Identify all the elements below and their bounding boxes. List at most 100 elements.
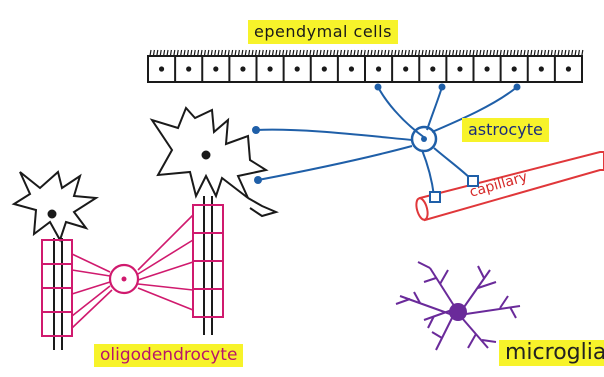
ependymal-cilium xyxy=(268,49,271,57)
ependymal-cilium xyxy=(339,49,342,57)
ependymal-cilium xyxy=(316,49,319,57)
ependymal-cilium xyxy=(509,49,512,57)
ependymal-nucleus xyxy=(267,66,273,72)
ependymal-cilium xyxy=(581,49,584,57)
ependymal-cilium xyxy=(305,49,308,57)
ependymal-nucleus xyxy=(348,66,355,72)
ependymal-cilium xyxy=(441,49,444,57)
ependymal-cilium xyxy=(560,49,563,57)
ependymal-nucleus xyxy=(511,66,517,72)
ependymal-cilium xyxy=(390,49,393,57)
ependymal-cilium xyxy=(567,49,570,57)
ependymal-cilium xyxy=(574,49,577,57)
ependymal-cilium xyxy=(214,49,217,57)
ependymal-nucleus xyxy=(457,66,463,72)
ependymal-cilium xyxy=(557,49,560,57)
ependymal-cilium xyxy=(261,49,264,57)
ependymal-cilium xyxy=(540,49,543,57)
ependymal-cilium xyxy=(499,49,502,57)
ependymal-cilium xyxy=(329,49,332,57)
ependymal-cilium xyxy=(387,49,390,57)
ependymal-cell-nuclei xyxy=(158,66,572,72)
ependymal-cilium xyxy=(503,49,506,57)
ependymal-cilium xyxy=(231,49,234,57)
ependymal-cilium xyxy=(428,49,431,57)
ependymal-cilium xyxy=(360,49,363,57)
ependymal-cilium xyxy=(404,49,407,57)
ependymal-cilium xyxy=(472,49,475,57)
ependymal-cilium xyxy=(200,49,203,57)
ependymal-nucleus xyxy=(240,66,246,72)
ependymal-cilium xyxy=(292,49,295,57)
ependymal-cilium xyxy=(516,49,519,57)
neuron-left xyxy=(11,170,100,243)
ependymal-cilium xyxy=(523,49,526,57)
ependymal-cilium xyxy=(373,49,376,57)
ependymal-cilium xyxy=(193,49,196,57)
ependymal-cilium xyxy=(543,49,546,57)
ependymal-cilium xyxy=(445,49,448,57)
ependymal-cilium xyxy=(169,49,172,57)
ependymal-cilium xyxy=(421,49,424,57)
ependymal-cilium xyxy=(173,49,176,57)
ependymal-cilium xyxy=(452,49,455,57)
ependymal-cilium xyxy=(183,49,186,57)
ependymal-cilium xyxy=(336,49,339,57)
ependymal-nucleus xyxy=(321,66,327,72)
ependymal-cilium xyxy=(234,49,237,57)
ependymal-cilium xyxy=(288,49,291,57)
neuron-left-myelin xyxy=(41,239,73,337)
ependymal-cilium xyxy=(506,49,509,57)
ependymal-nucleus xyxy=(430,66,436,72)
ependymal-cilium xyxy=(186,49,189,57)
ependymal-cilium xyxy=(424,49,427,57)
ependymal-cilium xyxy=(513,49,516,57)
ependymal-cilium xyxy=(462,49,465,57)
ependymal-cilium xyxy=(251,49,254,57)
ependymal-cilium xyxy=(343,49,346,57)
ependymal-cilium xyxy=(326,49,329,57)
ependymal-cilium xyxy=(431,49,434,57)
ependymal-cilium xyxy=(346,49,349,57)
ependymal-cilium xyxy=(469,49,472,57)
ependymal-cilium xyxy=(156,49,159,57)
microglia xyxy=(395,261,521,351)
astrocyte xyxy=(252,83,521,203)
ependymal-cilium xyxy=(533,49,536,57)
ependymal-cilium xyxy=(302,49,305,57)
ependymal-nucleus xyxy=(484,66,490,72)
ependymal-cilium xyxy=(458,49,461,57)
ependymal-cilium xyxy=(394,49,397,57)
ependymal-cell-dividers xyxy=(174,56,556,82)
ependymal-nucleus xyxy=(213,66,219,72)
ependymal-cilium xyxy=(241,49,244,57)
ependymal-cilium xyxy=(547,49,550,57)
ependymal-cilium xyxy=(418,49,421,57)
ependymal-cilium xyxy=(149,49,152,57)
ependymal-cilium xyxy=(520,49,523,57)
ependymal-cilium xyxy=(312,49,315,57)
ependymal-cilium xyxy=(265,49,268,57)
ependymal-nucleus xyxy=(565,66,572,72)
ependymal-cilium xyxy=(203,49,206,57)
ependymal-cilium xyxy=(475,49,478,57)
ependymal-cilium xyxy=(526,49,529,57)
ependymal-cilium xyxy=(370,49,373,57)
ependymal-cilium xyxy=(356,49,359,57)
astrocyte-label: astrocyte xyxy=(462,118,549,142)
ependymal-cilium xyxy=(285,49,288,57)
ependymal-cilium xyxy=(210,49,213,57)
ependymal-cilium xyxy=(254,49,257,57)
ependymal-cilium xyxy=(554,49,557,57)
ependymal-cilium xyxy=(486,49,489,57)
ependymal-cilium xyxy=(411,49,414,57)
ependymal-cell-row xyxy=(147,49,584,83)
ependymal-cilium xyxy=(435,49,438,57)
ependymal-cilium xyxy=(384,49,387,57)
capillary xyxy=(415,151,604,222)
ependymal-cilium xyxy=(571,49,574,57)
oligodendrocyte-label: oligodendrocyte xyxy=(94,344,244,367)
ependymal-cilium xyxy=(530,49,533,57)
